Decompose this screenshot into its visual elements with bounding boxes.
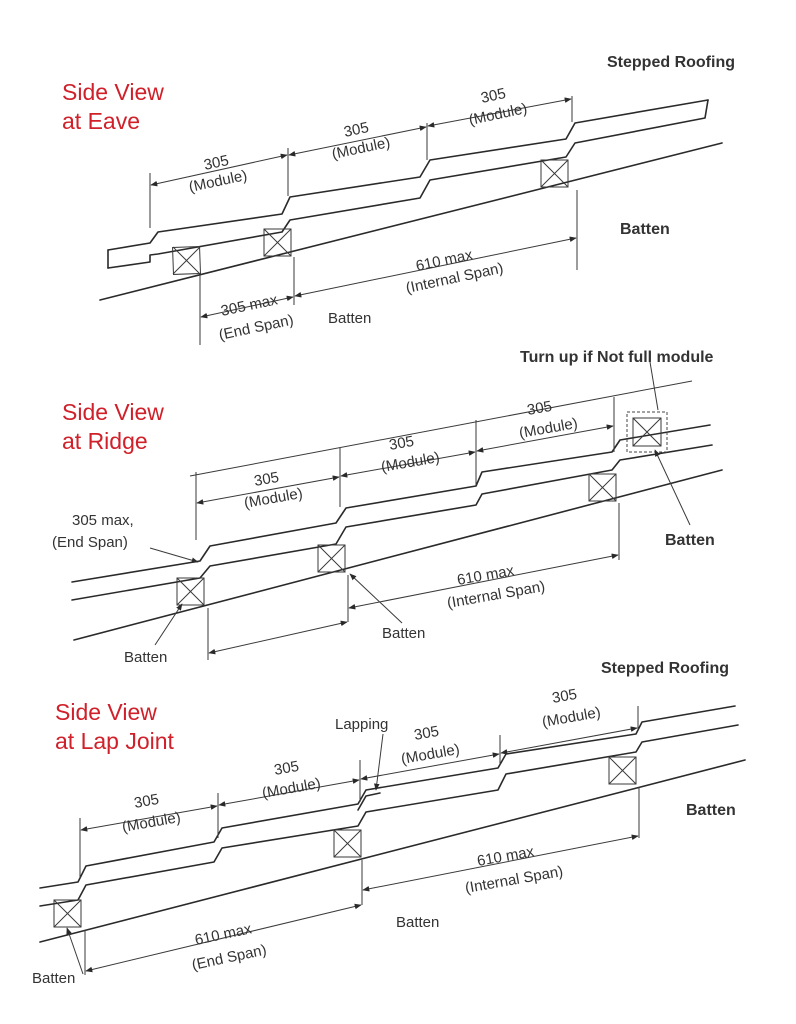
lap-stepped-roofing-label: Stepped Roofing <box>601 660 729 677</box>
lap-panel: Side View at Lap Joint Stepped Roofing B… <box>32 660 746 987</box>
lap-module-3-label: (Module) <box>400 741 461 768</box>
lap-batten-mid-label: Batten <box>396 914 439 931</box>
lap-module-2-label: (Module) <box>261 775 322 802</box>
lap-module-1-number: 305 <box>133 791 161 812</box>
ridge-batten-2 <box>317 544 346 573</box>
lap-module-1-label: (Module) <box>121 809 182 836</box>
eave-rafter-line <box>99 142 723 301</box>
lap-batten-left-label: Batten <box>32 970 75 987</box>
eave-batten-right-label: Batten <box>620 221 670 238</box>
ridge-batten-right-label: Batten <box>665 532 715 549</box>
eave-batten-2 <box>263 228 292 257</box>
lap-batten-right-label: Batten <box>686 802 736 819</box>
ridge-batten-optional <box>626 411 668 453</box>
lap-module-2-number: 305 <box>273 758 301 779</box>
ridge-batten-mid-label: Batten <box>382 625 425 642</box>
eave-module-3-number: 305 <box>479 85 507 107</box>
eave-stepped-roofing-label: Stepped Roofing <box>607 54 735 71</box>
eave-module-2-number: 305 <box>342 119 370 141</box>
lap-title-line1: Side View <box>55 699 157 725</box>
lap-batten-3 <box>608 756 637 785</box>
lap-internal-span-number: 610 max <box>476 843 536 870</box>
ridge-turn-up-label: Turn up if Not full module <box>520 349 714 366</box>
eave-sheet-top <box>107 99 709 251</box>
ridge-rafter-line <box>73 469 723 641</box>
eave-title-line2: at Eave <box>62 108 140 134</box>
ridge-sheet-top <box>71 424 711 583</box>
eave-title-line1: Side View <box>62 79 164 105</box>
ridge-batten-3 <box>588 473 617 502</box>
eave-panel: Side View at Eave Stepped Roofing Batten <box>62 54 735 345</box>
lap-module-4-label: (Module) <box>541 704 602 731</box>
lap-module-3-number: 305 <box>413 723 441 744</box>
ridge-module-2-number: 305 <box>388 433 416 454</box>
ridge-title-line1: Side View <box>62 399 164 425</box>
ridge-batten-1 <box>176 577 205 606</box>
ridge-sheet-bottom <box>71 444 713 601</box>
ridge-module-3-number: 305 <box>526 398 554 419</box>
lap-module-4-number: 305 <box>551 686 579 707</box>
eave-batten-3 <box>540 159 569 188</box>
ridge-end-span-label: (End Span) <box>52 534 128 551</box>
ridge-module-2-label: (Module) <box>380 449 441 476</box>
eave-module-2-label: (Module) <box>330 134 391 163</box>
ridge-title-line2: at Ridge <box>62 428 148 454</box>
eave-batten-1 <box>172 246 201 275</box>
lap-title-line2: at Lap Joint <box>55 728 175 754</box>
eave-module-1-number: 305 <box>202 152 230 174</box>
eave-batten-bottom-label: Batten <box>328 310 371 327</box>
lap-batten-2 <box>333 829 362 858</box>
lap-lapping-label: Lapping <box>335 716 388 733</box>
ridge-panel: Side View at Ridge Turn up if Not full m… <box>52 349 723 666</box>
ridge-batten-left-label: Batten <box>124 649 167 666</box>
ridge-module-1-number: 305 <box>253 469 281 490</box>
ridge-end-span-number: 305 max, <box>72 512 134 529</box>
eave-sheet-bottom <box>107 99 709 269</box>
eave-module-3-label: (Module) <box>467 100 528 129</box>
lap-batten-1 <box>53 899 82 928</box>
lap-end-span-number: 610 max <box>193 920 253 949</box>
lap-sheet-overlap <box>357 792 381 811</box>
ridge-module-1-label: (Module) <box>243 485 304 512</box>
ridge-reference-line <box>189 380 693 477</box>
